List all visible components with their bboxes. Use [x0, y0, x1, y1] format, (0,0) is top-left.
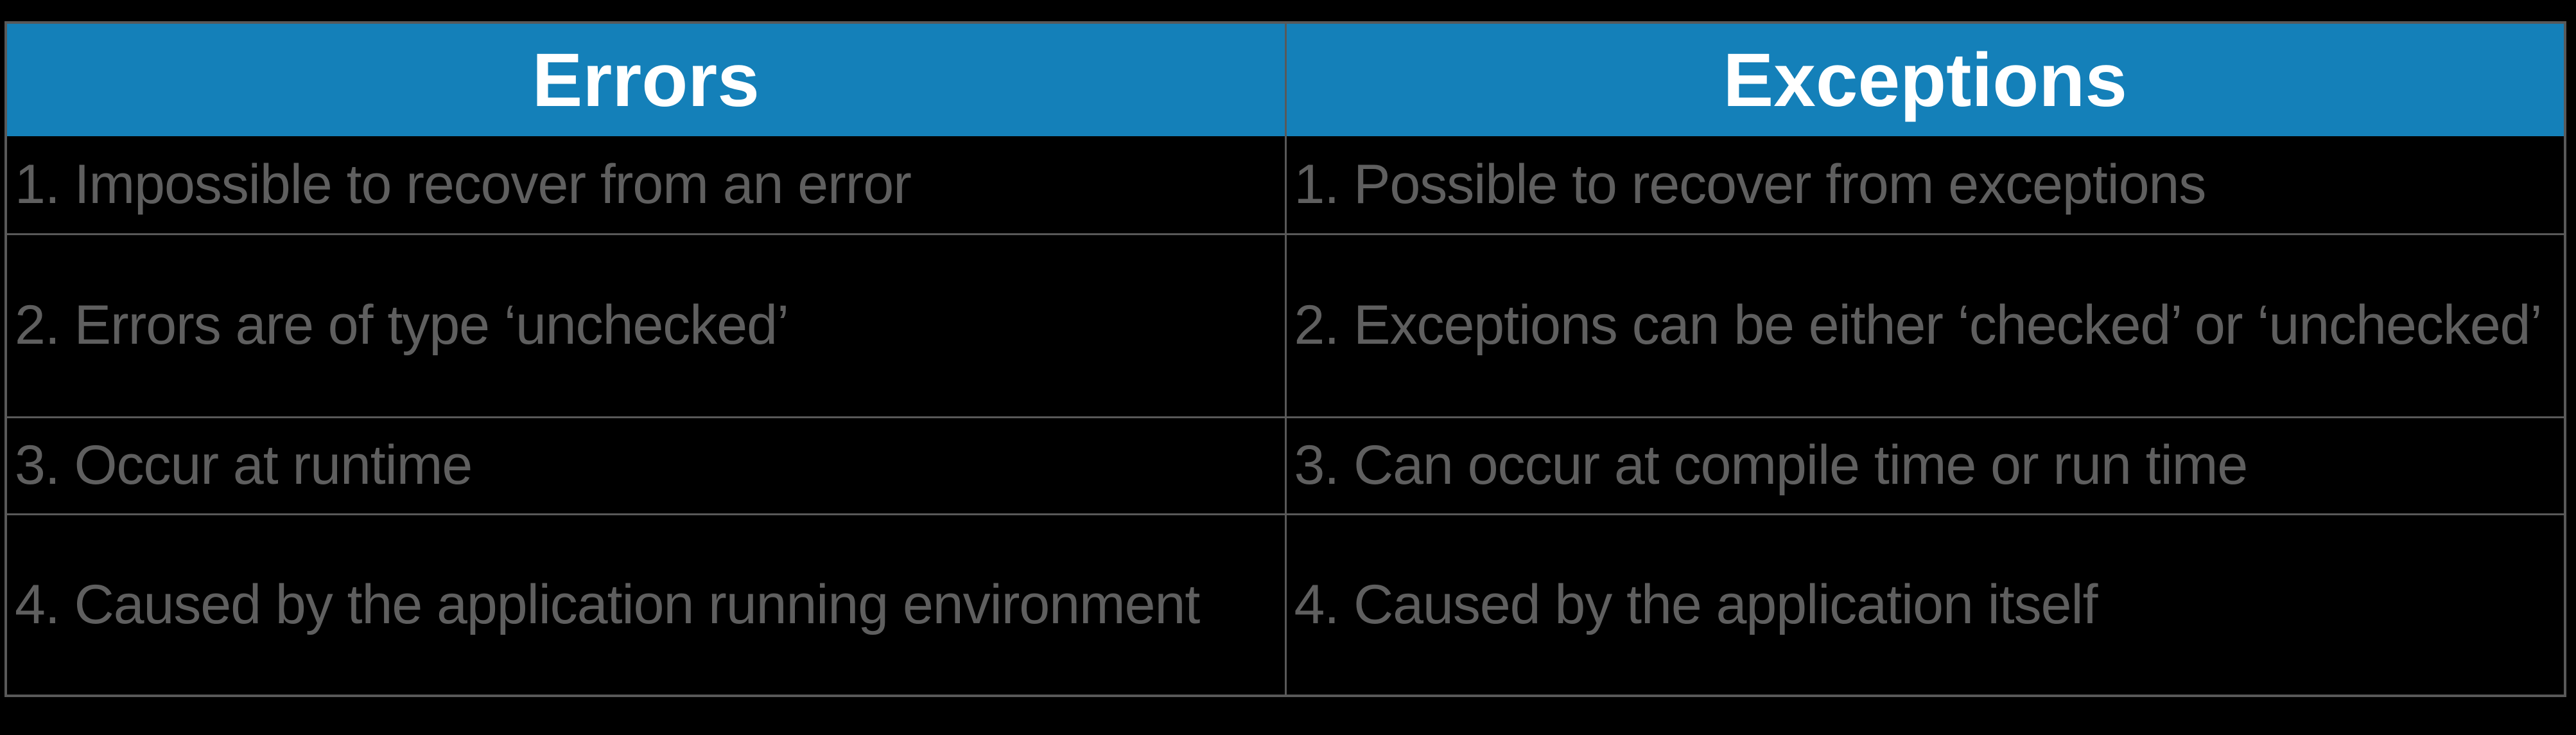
cell-exceptions-1: 1. Possible to recover from exceptions [1284, 136, 2565, 234]
table-header-row: Errors Exceptions [6, 22, 2565, 136]
cell-exceptions-3: 3. Can occur at compile time or run time [1284, 416, 2565, 514]
header-cell-exceptions: Exceptions [1284, 22, 2565, 136]
cell-errors-3: 3. Occur at runtime [6, 416, 1285, 514]
cell-errors-2: 2. Errors are of type ‘unchecked’ [6, 233, 1285, 417]
table-row: 3. Occur at runtime 3. Can occur at comp… [6, 416, 2565, 514]
table-row: 2. Errors are of type ‘unchecked’ 2. Exc… [6, 233, 2565, 417]
cell-errors-4: 4. Caused by the application running env… [6, 513, 1285, 696]
cell-exceptions-4: 4. Caused by the application itself [1284, 513, 2565, 696]
errors-vs-exceptions-table: Errors Exceptions 1. Impossible to recov… [4, 21, 2566, 697]
cell-errors-1: 1. Impossible to recover from an error [6, 136, 1285, 234]
cell-exceptions-2: 2. Exceptions can be either ‘checked’ or… [1284, 233, 2565, 417]
header-cell-errors: Errors [6, 22, 1285, 136]
table-row: 4. Caused by the application running env… [6, 513, 2565, 696]
table-row: 1. Impossible to recover from an error 1… [6, 136, 2565, 234]
